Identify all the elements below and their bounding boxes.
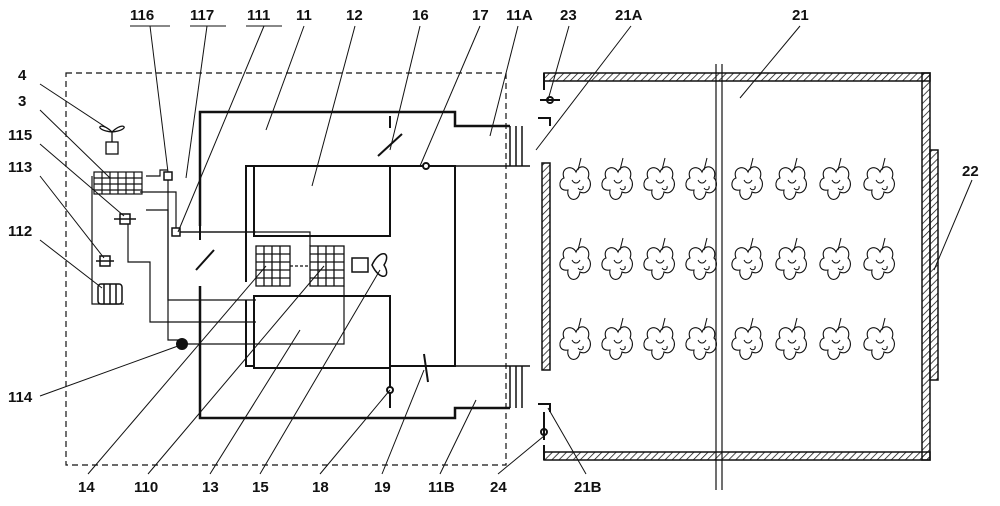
label-24: 24 <box>490 479 507 496</box>
label-117: 117 <box>190 7 214 24</box>
break-line <box>715 64 723 490</box>
box-12 <box>253 165 391 237</box>
label-114: 114 <box>8 389 33 406</box>
label-113: 113 <box>8 159 32 176</box>
label-17: 17 <box>472 7 489 24</box>
duct-opening-11B <box>455 365 530 408</box>
label-112: 112 <box>8 223 32 240</box>
label-11A: 11A <box>506 7 533 24</box>
valve-icon <box>96 171 181 267</box>
chamber-left-wall <box>541 162 551 371</box>
label-18: 18 <box>312 479 329 496</box>
label-21B: 21B <box>574 479 602 496</box>
chamber-right-wall <box>921 72 931 461</box>
label-22: 22 <box>962 163 979 180</box>
duct-opening-11A <box>455 126 530 167</box>
label-14: 14 <box>78 479 95 496</box>
box-13 <box>253 295 391 369</box>
fitting-24 <box>538 403 551 440</box>
air-duct-outer <box>198 110 510 420</box>
chamber-bottom-wall <box>543 451 931 461</box>
label-21: 21 <box>792 7 809 24</box>
coil-icon <box>93 171 143 195</box>
system-boundary <box>65 72 507 466</box>
label-116: 116 <box>130 7 154 24</box>
coil-icon <box>255 245 345 287</box>
label-16: 16 <box>412 7 429 24</box>
label-4: 4 <box>18 67 27 84</box>
label-19: 19 <box>374 479 391 496</box>
valve-icon <box>176 338 188 350</box>
label-11: 11 <box>296 7 312 24</box>
label-110: 110 <box>134 479 158 496</box>
compressor-icon <box>97 283 123 305</box>
label-115: 115 <box>8 127 32 144</box>
label-111: 111 <box>247 7 270 24</box>
label-15: 15 <box>252 479 269 496</box>
label-12: 12 <box>346 7 363 24</box>
fan-icon <box>99 125 125 155</box>
fan-icon <box>351 253 388 277</box>
silkworm-cocoon-icon <box>559 157 895 360</box>
leader-lines <box>39 25 973 475</box>
heater-panel-22 <box>929 149 939 381</box>
label-3: 3 <box>18 93 26 110</box>
label-21A: 21A <box>615 7 643 24</box>
label-11B: 11B <box>428 479 455 496</box>
label-13: 13 <box>202 479 219 496</box>
fitting-23 <box>538 96 560 126</box>
label-23: 23 <box>560 7 577 24</box>
chamber-top-wall <box>543 72 931 82</box>
